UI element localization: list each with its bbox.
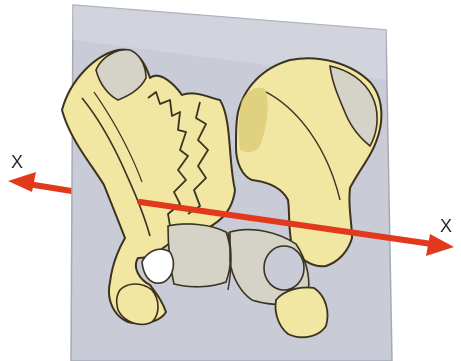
right-ischium [276,288,328,338]
obturator-foramen [264,246,304,290]
axis-arrowhead-right [426,234,454,256]
axis-label-right: X [440,217,452,235]
axis-arrowhead-left [8,172,36,192]
pubic-region-left [168,224,231,287]
axis-label-left: X [11,153,23,171]
